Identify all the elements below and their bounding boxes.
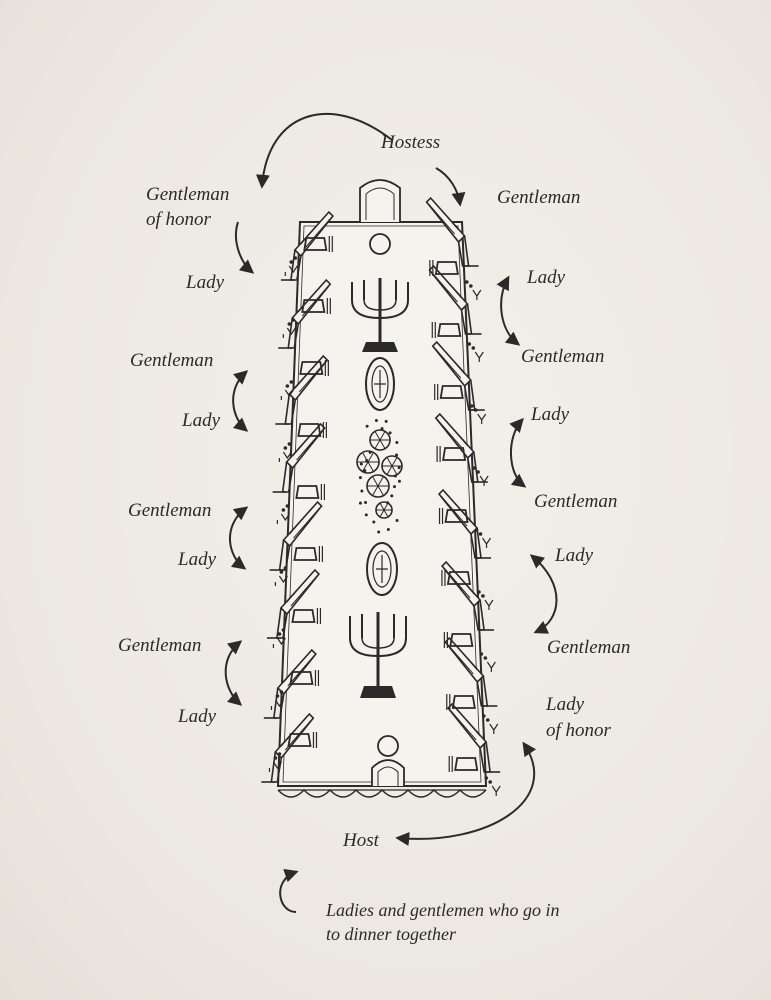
arrow-left-pair-3 [229,506,249,570]
arrow-right-pair-2 [509,417,527,488]
oval-dish-upper [365,357,395,411]
seat-labels: Hostess Gentleman of honor Lady Gentlema… [118,132,630,944]
left-chairs [261,210,334,783]
place-setting [278,422,327,462]
hostess-chair [359,179,401,222]
place-setting [438,508,492,548]
flower-blossom [356,450,380,474]
arrow-left-pair-4 [224,640,243,706]
label-host: Host [342,830,380,851]
chair [425,196,479,267]
label-left-lady-2: Lady [181,410,221,431]
flower-blossom [381,455,403,477]
label-left-gentleman-2: Gentleman [130,350,213,371]
chair [434,412,488,483]
label-left-gentleman-4: Gentleman [118,635,201,656]
label-right-gentleman-4: Gentleman [547,637,630,658]
place-setting [429,260,482,300]
arrow-left-pair-2 [232,370,249,432]
place-settings [268,233,501,796]
place-setting [431,322,484,362]
chair [269,500,323,571]
legend-arrow-icon [279,868,299,913]
pairing-arrows [224,113,558,913]
flower-blossom [366,474,390,498]
legend-line-2: to dinner together [326,924,457,944]
place-setting [268,732,318,772]
label-right-gentleman-3: Gentleman [534,491,617,512]
tablecloth-scallop [277,788,487,798]
label-lady-of-honor-line2: of honor [546,720,612,741]
candelabra-bottom [349,612,407,698]
chair [444,636,498,707]
label-gentleman-of-honor-line1: Gentleman [146,184,229,205]
label-left-lady-3: Lady [177,549,217,570]
label-hostess: Hostess [380,132,440,153]
candelabra-top [351,278,409,352]
flower-blossom [375,501,393,519]
arrow-right-pair-1 [496,275,521,346]
floral-centerpiece [356,418,403,534]
label-left-lady-1: Lady [185,272,225,293]
label-right-gentleman-2: Gentleman [521,346,604,367]
flower-blossom [369,429,391,451]
label-gentleman-of-honor-line2: of honor [146,209,212,230]
label-left-lady-4: Lady [177,706,217,727]
place-setting [436,446,489,486]
arrow-left-pair-1 [234,221,255,274]
chair [266,568,321,639]
label-left-gentleman-3: Gentleman [128,500,211,521]
place-setting [446,694,499,734]
arrow-host-lady-of-honor [395,741,537,846]
place-setting [274,546,324,586]
arrow-hostess-gentleman-of-honor [255,113,393,189]
place-setting [441,570,494,610]
label-right-lady-1: Lady [526,267,566,288]
place-setting [282,298,331,338]
arrow-right-pair-3 [529,554,558,634]
place-setting [272,608,322,648]
label-right-lady-2: Lady [530,404,570,425]
place-setting [280,360,329,400]
label-lady-of-honor-line1: Lady [545,694,585,715]
legend-line-1: Ladies and gentlemen who go in [325,900,559,920]
oval-dish-lower [366,542,398,596]
label-right-lady-3: Lady [554,545,594,566]
host-chair [371,759,405,786]
chair [261,712,315,783]
place-setting [284,236,333,276]
arrow-hostess-gentleman [435,167,466,207]
place-setting [443,632,496,672]
chair [437,488,492,559]
place-setting [434,384,487,424]
place-setting [276,484,325,524]
label-right-gentleman-1: Gentleman [497,187,580,208]
chair [431,340,485,411]
place-setting [270,670,320,710]
